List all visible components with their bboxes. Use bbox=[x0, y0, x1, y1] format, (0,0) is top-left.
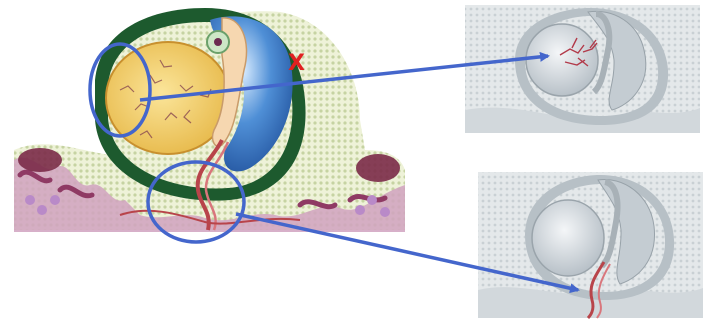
main-embryo-panel: X bbox=[14, 8, 405, 242]
gray-yolk-sac-upper bbox=[526, 24, 598, 96]
upper-grayscale-panel bbox=[465, 5, 700, 133]
lower-grayscale-panel bbox=[478, 172, 703, 318]
gray-yolk-sac-lower bbox=[532, 200, 604, 276]
exclusion-marker: X bbox=[288, 51, 305, 76]
